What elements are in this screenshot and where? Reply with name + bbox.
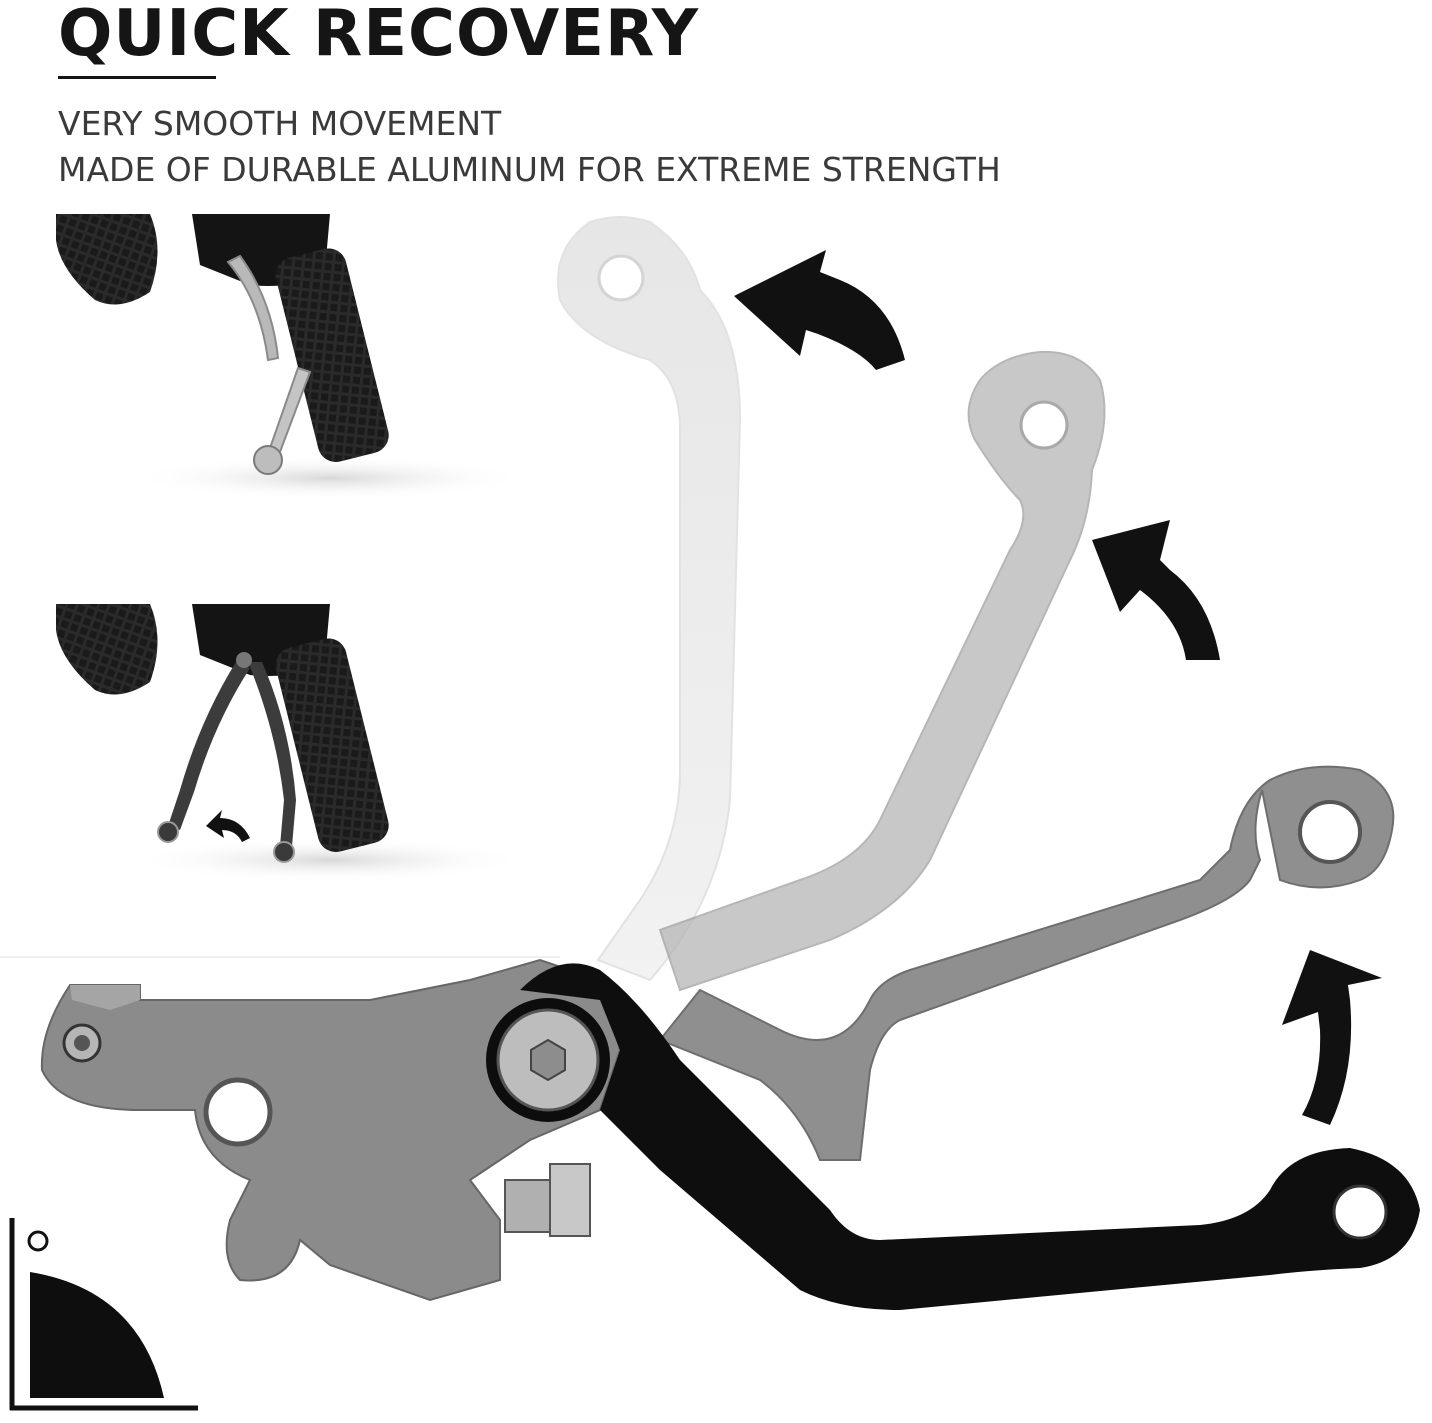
title-underline bbox=[58, 76, 216, 79]
lever-ghost-2 bbox=[658, 350, 1106, 992]
inset-lever-folding bbox=[56, 604, 530, 882]
handlebar-grip-icon bbox=[275, 638, 389, 852]
curved-arrow-icon bbox=[1282, 950, 1382, 1125]
inset-lever-folded bbox=[56, 214, 530, 500]
curved-arrow-icon bbox=[206, 810, 250, 842]
lever-gray bbox=[658, 765, 1395, 1161]
handguard-icon bbox=[56, 214, 158, 305]
page-title: QUICK RECOVERY bbox=[58, 0, 700, 71]
handguard-icon bbox=[56, 604, 158, 695]
lever-housing bbox=[40, 958, 622, 1302]
feature-line-2: MADE OF DURABLE ALUMINUM FOR EXTREME STR… bbox=[58, 150, 1001, 189]
angle-icon bbox=[9, 1218, 198, 1411]
curved-arrow-icon bbox=[734, 250, 905, 370]
curved-arrow-icon bbox=[1092, 520, 1220, 660]
lever-ghost-1 bbox=[557, 216, 742, 982]
lever-black bbox=[520, 963, 1420, 1310]
feature-line-1: VERY SMOOTH MOVEMENT bbox=[58, 104, 502, 143]
bolt-icon bbox=[486, 998, 610, 1122]
handlebar-grip-icon bbox=[275, 248, 389, 462]
adjuster-nut-icon bbox=[504, 1163, 591, 1237]
